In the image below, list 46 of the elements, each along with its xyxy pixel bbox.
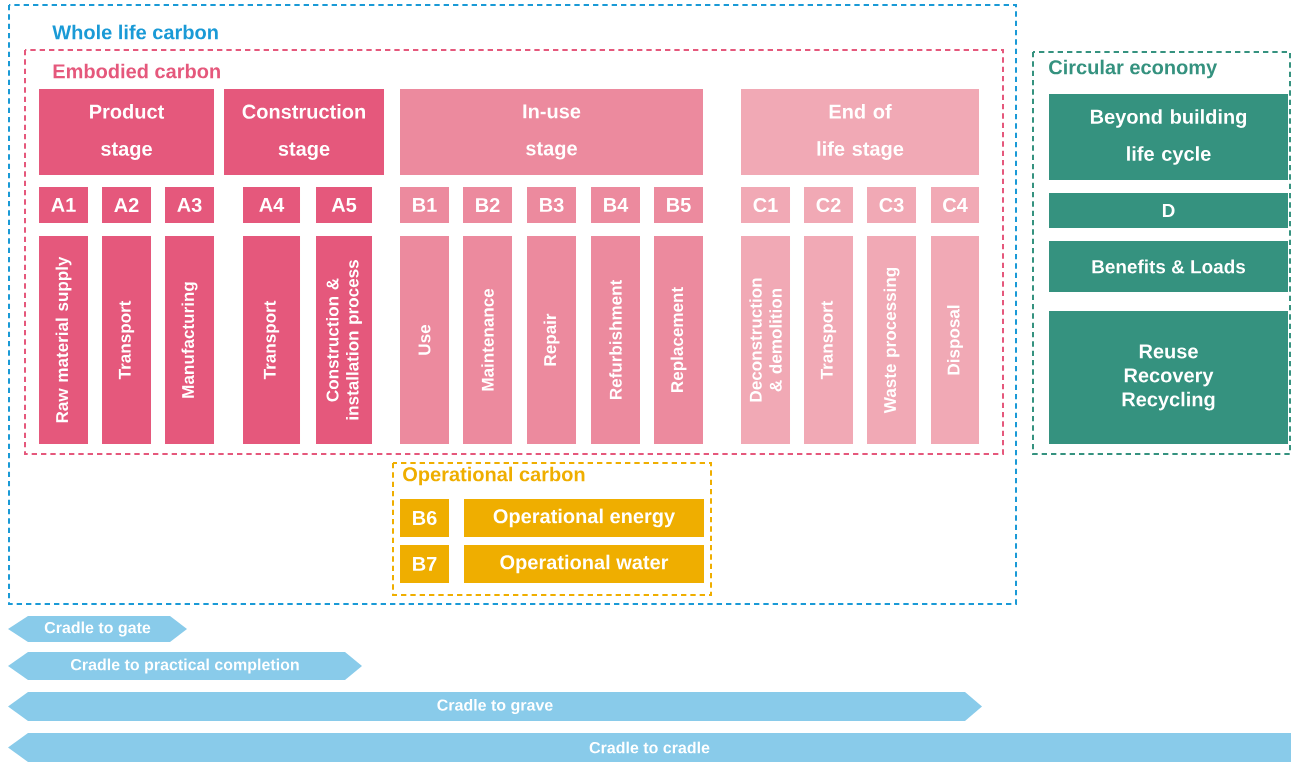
module-box: B1: [400, 187, 449, 223]
module-box: C4: [931, 187, 979, 223]
module-box: D: [1049, 193, 1288, 228]
node-label: Benefits & Loads: [1092, 259, 1246, 274]
module-box: B6: [400, 499, 449, 537]
process-box: Construction & installation process: [316, 236, 372, 444]
process-box: Deconstruction & demolition: [741, 236, 790, 444]
stage-box: Construction stage: [224, 89, 384, 175]
module-box: A2: [102, 187, 151, 223]
stage-box: In-use stage: [400, 89, 703, 175]
module-box: B4: [591, 187, 640, 223]
module-box: Operational energy: [464, 499, 704, 537]
process-box: Manufacturing: [165, 236, 214, 444]
module-box: A1: [39, 187, 88, 223]
module-box: B2: [463, 187, 512, 223]
process-box: Maintenance: [463, 236, 512, 444]
stage-box: End of life stage: [741, 89, 979, 175]
process-box: Raw material supply: [39, 236, 88, 444]
module-box: B3: [527, 187, 576, 223]
process-box: Transport: [243, 236, 300, 444]
module-box: C3: [867, 187, 916, 223]
module-box: A3: [165, 187, 214, 223]
module-box: A5: [316, 187, 372, 223]
process-box: Use: [400, 236, 449, 444]
process-box: Waste processing: [867, 236, 916, 444]
process-box: Refurbishment: [591, 236, 640, 444]
process-box: Disposal: [931, 236, 979, 444]
stage-box: Beyond building life cycle: [1049, 94, 1288, 180]
module-box: C1: [741, 187, 790, 223]
process-box: Transport: [804, 236, 853, 444]
module-box: Operational water: [464, 545, 704, 583]
module-box: B5: [654, 187, 703, 223]
scope-band: Cradle to gate: [8, 616, 187, 642]
node-label: D: [1162, 203, 1175, 218]
scope-band: Cradle to practical completion: [8, 652, 362, 680]
process-box: Replacement: [654, 236, 703, 444]
stage-box: Product stage: [39, 89, 214, 175]
process-box: Repair: [527, 236, 576, 444]
stage-box: Reuse Recovery Recycling: [1049, 311, 1288, 444]
scope-band: Cradle to grave: [8, 692, 982, 721]
module-box: B7: [400, 545, 449, 583]
module-box: C2: [804, 187, 853, 223]
process-box: Transport: [102, 236, 151, 444]
scope-band: Cradle to cradle: [8, 733, 1291, 762]
module-box: Benefits & Loads: [1049, 241, 1288, 292]
module-box: A4: [243, 187, 300, 223]
